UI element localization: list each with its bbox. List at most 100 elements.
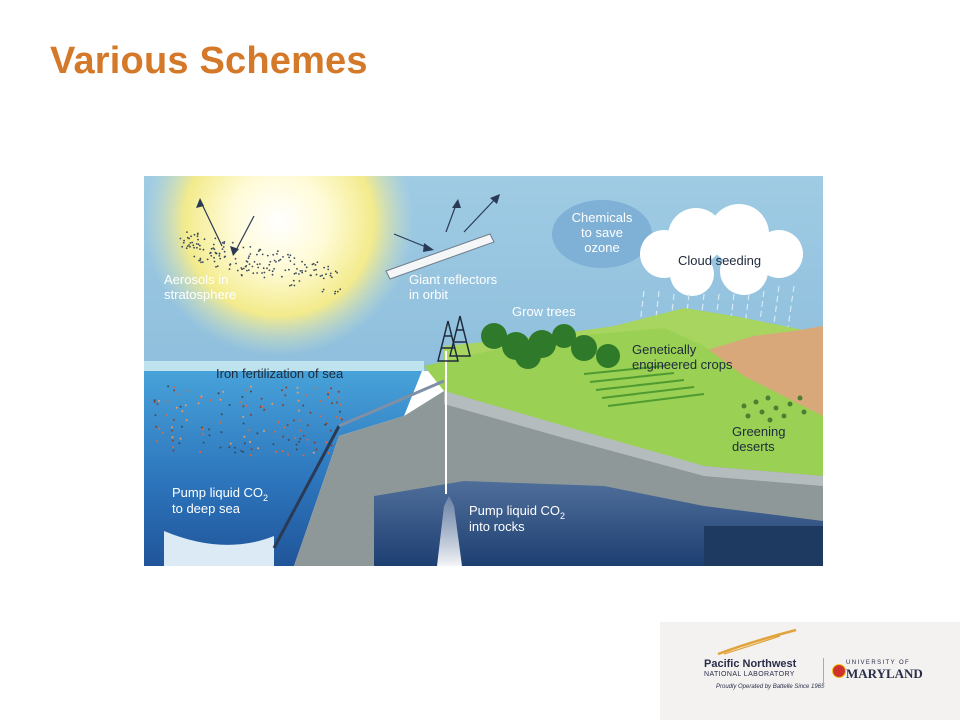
- aerosol-dot: [256, 253, 258, 256]
- aerosol-dot: [281, 275, 283, 278]
- aerosol-particles: [179, 231, 342, 295]
- iron-particle: [256, 432, 259, 435]
- aerosol-dot: [272, 253, 275, 256]
- iron-particle: [242, 405, 245, 408]
- aerosol-dot: [325, 273, 327, 276]
- aerosol-dot: [261, 253, 264, 256]
- iron-particle: [327, 393, 329, 396]
- aerosol-dot: [290, 284, 293, 286]
- drilling-rigs: [437, 315, 471, 362]
- iron-particle: [336, 401, 339, 404]
- aerosol-dot: [193, 255, 196, 258]
- iron-particle: [299, 437, 302, 440]
- aerosol-dot: [199, 248, 201, 250]
- aerosol-dot: [216, 265, 219, 268]
- aerosol-dot: [196, 246, 198, 249]
- iron-particle: [327, 452, 330, 454]
- aerosol-dot: [193, 246, 195, 249]
- aerosol-dot: [311, 263, 314, 266]
- iron-particle: [330, 444, 333, 447]
- aerosol-dot: [339, 288, 342, 291]
- iron-particle: [208, 428, 211, 431]
- iron-particle: [315, 448, 318, 451]
- aerosol-dot: [329, 272, 332, 275]
- aerosol-dot: [313, 269, 315, 272]
- aerosol-dot: [223, 241, 226, 243]
- aerosol-dot: [271, 273, 274, 276]
- label-aerosols-1: Aerosols in: [164, 272, 228, 287]
- iron-particle: [281, 389, 283, 392]
- aerosol-dot: [323, 266, 325, 269]
- rain-cloud: [640, 204, 803, 296]
- label-greening-2: deserts: [732, 439, 775, 454]
- iron-particle: [171, 429, 174, 432]
- label-pump-sea-2: to deep sea: [172, 501, 241, 516]
- iron-particle: [272, 443, 275, 446]
- umd-logo-university: UNIVERSITY OF: [846, 660, 911, 666]
- iron-particle: [324, 423, 327, 426]
- aerosol-dot: [322, 288, 325, 291]
- iron-particle: [339, 417, 342, 420]
- iron-particle: [199, 396, 202, 399]
- iron-particle: [173, 389, 176, 392]
- aerosol-dot: [266, 267, 268, 270]
- iron-particle: [259, 405, 262, 408]
- iron-particle: [281, 450, 284, 453]
- aerosol-dot: [179, 237, 182, 240]
- aerosol-dot: [316, 261, 319, 264]
- iron-particle: [337, 390, 340, 393]
- aerosol-dot: [245, 260, 248, 262]
- aerosol-dot: [331, 276, 333, 279]
- aerosol-dot: [210, 247, 213, 250]
- sea-pipe: [272, 425, 341, 549]
- aerosol-dot: [215, 266, 217, 268]
- iron-particle: [287, 439, 290, 441]
- iron-particle: [285, 386, 288, 389]
- label-reflectors-1: Giant reflectors: [409, 272, 498, 287]
- aerosol-dot: [212, 243, 215, 246]
- iron-particle: [306, 438, 309, 441]
- iron-particle: [274, 430, 276, 433]
- iron-particle: [335, 416, 338, 418]
- slide-title: Various Schemes: [50, 40, 368, 82]
- iron-particle: [158, 399, 160, 402]
- aerosol-dot: [193, 233, 196, 236]
- aerosol-dot: [186, 231, 188, 233]
- aerosol-dot: [235, 262, 237, 265]
- iron-particle: [201, 428, 204, 431]
- aerosol-dot: [252, 272, 255, 275]
- iron-particle: [298, 419, 301, 422]
- label-crops-1: Genetically: [632, 342, 697, 357]
- iron-particle: [208, 434, 211, 437]
- iron-particle: [172, 386, 175, 389]
- aerosol-dot: [189, 245, 191, 248]
- aerosol-dot: [263, 271, 266, 274]
- aerosol-dot: [261, 272, 263, 274]
- aerosol-dot: [251, 265, 254, 268]
- aerosol-dot: [293, 263, 296, 266]
- iron-particle: [166, 400, 169, 403]
- aerosol-dot: [269, 260, 272, 263]
- iron-particle: [155, 440, 158, 443]
- aerosol-dot: [223, 242, 225, 245]
- iron-particle: [176, 393, 179, 396]
- label-pump-sea-1: Pump liquid CO2: [172, 485, 268, 503]
- aerosol-dot: [191, 241, 194, 244]
- aerosol-dot: [276, 250, 279, 253]
- aerosol-dot: [334, 292, 336, 295]
- iron-particle: [171, 426, 173, 429]
- aerosol-dot: [206, 258, 209, 261]
- iron-particle: [298, 440, 301, 443]
- aerosol-dot: [223, 256, 226, 258]
- iron-particle: [314, 387, 317, 390]
- label-chemicals-1: Chemicals: [572, 210, 633, 225]
- aerosol-dot: [188, 244, 190, 246]
- aerosol-dot: [248, 263, 251, 265]
- iron-particle: [153, 400, 156, 403]
- iron-particle: [202, 441, 205, 444]
- aerosol-dot: [186, 236, 189, 239]
- aerosol-dot: [257, 250, 260, 252]
- sea: [144, 361, 424, 566]
- iron-particle: [242, 451, 245, 453]
- pnnl-logo-subtitle: NATIONAL LABORATORY: [704, 671, 795, 678]
